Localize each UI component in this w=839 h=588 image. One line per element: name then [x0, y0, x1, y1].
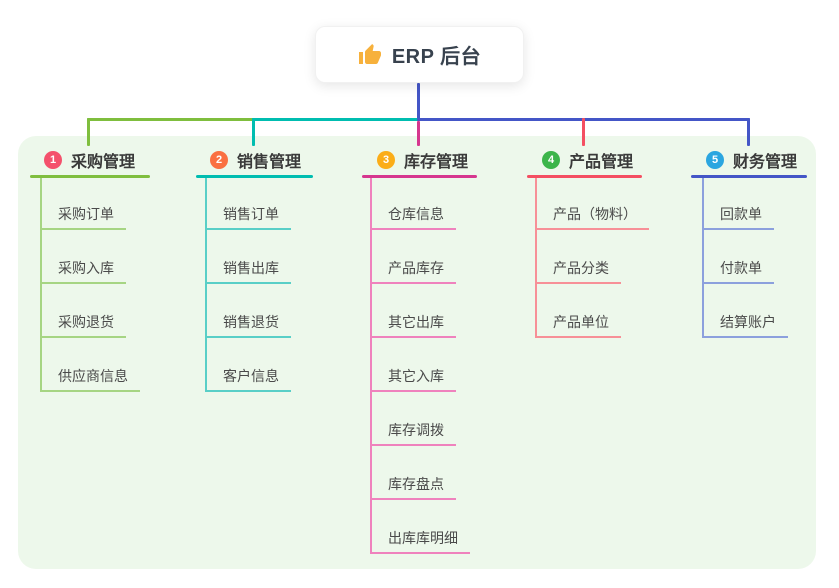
branch-underline [527, 175, 642, 178]
root-drop-line [417, 83, 420, 121]
branch-label: 销售管理 [237, 154, 302, 171]
root-label: ERP 后台 [391, 46, 482, 68]
branch-trunk-line [370, 177, 372, 554]
branch-trunk-line [702, 177, 704, 338]
child-node[interactable]: 销售订单 [205, 202, 291, 230]
branch-badge: 5 [706, 151, 724, 169]
branch-badge: 3 [377, 151, 395, 169]
branch-label: 采购管理 [71, 154, 136, 171]
child-node[interactable]: 出库库明细 [370, 526, 470, 554]
child-node[interactable]: 其它入库 [370, 364, 456, 392]
branch-drop-2 [252, 118, 255, 146]
child-node[interactable]: 付款单 [702, 256, 774, 284]
child-node[interactable]: 产品分类 [535, 256, 621, 284]
branch-drop-5 [747, 118, 750, 146]
branch-badge: 4 [542, 151, 560, 169]
child-node[interactable]: 采购订单 [40, 202, 126, 230]
branch-badge: 2 [210, 151, 228, 169]
branch-trunk-line [205, 177, 207, 392]
branch-drop-4 [582, 118, 585, 146]
child-node[interactable]: 供应商信息 [40, 364, 140, 392]
branch-node-purchasing[interactable]: 1 采购管理 [44, 147, 135, 173]
child-node[interactable]: 其它出库 [370, 310, 456, 338]
child-node[interactable]: 销售出库 [205, 256, 291, 284]
child-node[interactable]: 结算账户 [702, 310, 788, 338]
branch-node-inventory[interactable]: 3 库存管理 [377, 147, 468, 173]
branch-label: 财务管理 [733, 154, 798, 171]
branch-underline [196, 175, 313, 178]
bus-segment-teal [252, 118, 419, 121]
child-node[interactable]: 采购退货 [40, 310, 126, 338]
branch-underline [30, 175, 150, 178]
child-node[interactable]: 库存盘点 [370, 472, 456, 500]
branch-underline [691, 175, 807, 178]
root-node[interactable]: ERP 后台 [315, 26, 524, 83]
branch-drop-1 [87, 118, 90, 146]
branch-trunk-line [535, 177, 537, 338]
child-node[interactable]: 产品库存 [370, 256, 456, 284]
branch-node-sales[interactable]: 2 销售管理 [210, 147, 301, 173]
child-node[interactable]: 采购入库 [40, 256, 126, 284]
bus-segment-green [87, 118, 254, 121]
child-node[interactable]: 客户信息 [205, 364, 291, 392]
branch-badge: 1 [44, 151, 62, 169]
child-node[interactable]: 产品（物料） [535, 202, 649, 230]
child-node[interactable]: 库存调拨 [370, 418, 456, 446]
child-node[interactable]: 产品单位 [535, 310, 621, 338]
branch-label: 产品管理 [569, 154, 634, 171]
child-node[interactable]: 仓库信息 [370, 202, 456, 230]
branch-trunk-line [40, 177, 42, 392]
canvas-background [18, 136, 816, 569]
branch-drop-3 [417, 121, 420, 146]
branch-node-products[interactable]: 4 产品管理 [542, 147, 633, 173]
child-node[interactable]: 销售退货 [205, 310, 291, 338]
thumbs-up-icon [358, 43, 382, 67]
branch-label: 库存管理 [404, 154, 469, 171]
branch-underline [362, 175, 477, 178]
branch-node-finance[interactable]: 5 财务管理 [706, 147, 797, 173]
child-node[interactable]: 回款单 [702, 202, 774, 230]
